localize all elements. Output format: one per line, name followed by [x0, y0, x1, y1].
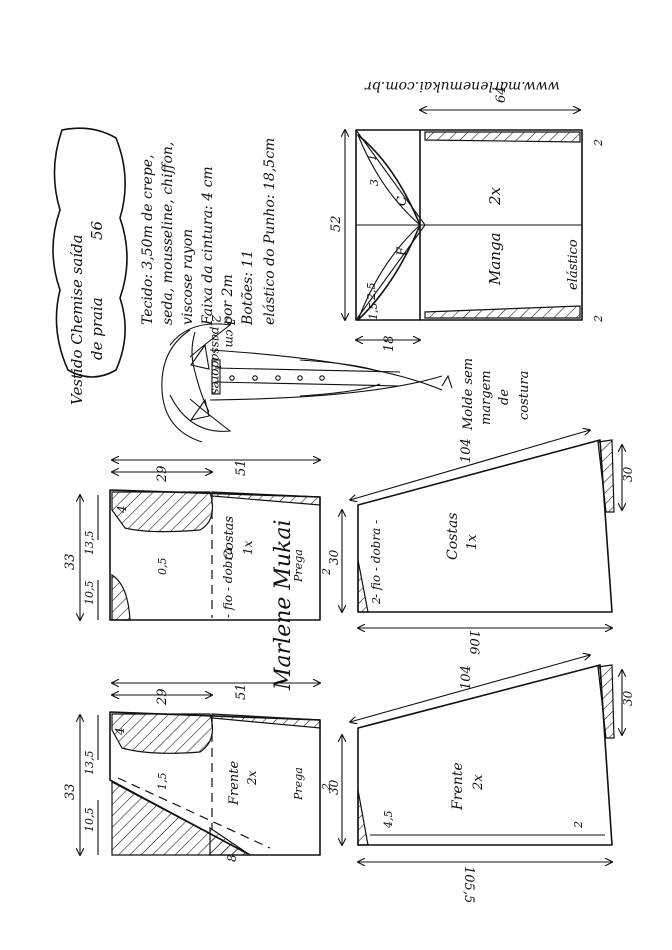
materials-fabric: Tecido: 3,50m de crepe,	[140, 154, 156, 325]
sleeve-height: 18	[382, 335, 397, 352]
back-bodice-pleat: Prega	[292, 549, 305, 583]
sleeve-back-mark: C	[395, 196, 410, 206]
front-skirt-count: 2x	[471, 774, 486, 791]
title-line2: de praia	[88, 297, 106, 360]
sleeve-pattern: 52 18 64 Manga 2x elástico F C 1 3 2,5 1…	[329, 86, 605, 352]
front-skirt-m30b: 30	[327, 779, 341, 795]
back-bodice-pleat-width: 2	[320, 568, 333, 576]
note-line3: de	[497, 389, 512, 405]
back-skirt-width: 106	[466, 630, 481, 655]
front-skirt-m2: 2	[572, 821, 585, 829]
back-skirt-m30a: 30	[621, 466, 635, 482]
front-bodice-m15: 1,5	[156, 773, 169, 791]
front-bodice-shoulder: 13,5	[83, 751, 96, 776]
front-bodice-m8: 8	[225, 854, 239, 862]
front-bodice-label: Frente	[227, 760, 242, 806]
title-line1: Vestido Chemise saída	[68, 234, 86, 405]
back-skirt-label: Costas	[445, 513, 461, 560]
front-skirt-pattern: 104 105,5 30 30 Frente 2x 4,5 2	[327, 655, 635, 903]
back-bodice-count: 1x	[241, 540, 255, 555]
sleeve-m3: 3	[368, 179, 381, 186]
materials-waist2: por 2m	[220, 274, 236, 325]
back-skirt-length: 104	[459, 438, 474, 463]
front-bodice-pattern: 33 10,5 13,5 4 1,5 29 51 Frente 2x Prega…	[63, 683, 333, 862]
note-line2: margem	[479, 370, 494, 425]
back-bodice-m4: 4	[115, 505, 129, 514]
website-text: www.marlenemukai.com.br	[364, 78, 560, 94]
sleeve-front-mark: F	[395, 246, 410, 257]
sleeve-width: 52	[329, 215, 344, 232]
back-skirt-m2: 2	[370, 597, 383, 605]
front-bodice-length: 51	[234, 683, 249, 700]
back-bodice-label: Costas	[222, 516, 237, 560]
sleeve-corner-top: 2	[592, 139, 605, 147]
materials-fabric3: viscose rayon	[180, 229, 196, 325]
front-bodice-count: 2x	[245, 770, 259, 786]
loops-note-2: 5 cm	[223, 318, 237, 348]
back-skirt-count: 1x	[465, 534, 480, 550]
back-bodice-neck: 10,5	[83, 581, 96, 606]
back-skirt-fold: - fio - dobra -	[369, 520, 383, 598]
note-line4: costura	[517, 371, 532, 420]
back-bodice-m05: 0,5	[156, 558, 169, 576]
sleeve-m1: 1	[366, 154, 379, 161]
sleeve-label: Manga	[486, 232, 504, 286]
materials-fabric2: seda, mousseline, chiffon,	[160, 142, 176, 325]
back-bodice-width: 33	[63, 553, 78, 570]
materials-elastic: elástico do Punho: 18,5cm	[262, 138, 278, 325]
front-skirt-label: Frente	[450, 762, 466, 811]
sleeve-top: 64	[494, 86, 509, 103]
back-bodice-length: 51	[234, 459, 249, 476]
sleeve-count: 2x	[486, 186, 504, 206]
sleeve-elastic: elástico	[566, 239, 581, 290]
front-skirt-outline	[357, 664, 613, 846]
front-skirt-length: 104	[459, 665, 474, 690]
back-skirt-pattern: 104 106 30 30 Costas 1x 2 - fio - dobra …	[327, 430, 635, 655]
seam-note: Molde sem margem de costura	[461, 358, 532, 431]
sleeve-m25: 2,5	[365, 283, 378, 302]
back-bodice-pattern: 33 10,5 13,5 4 0,5 29 51 Costas 1x Prega…	[63, 459, 333, 621]
front-bodice-pleat: Prega	[292, 767, 305, 801]
loops-note-1: 2 passadores	[209, 314, 223, 395]
sleeve-m15: 1,5	[367, 303, 380, 321]
materials-buttons: Botões: 11	[240, 250, 256, 326]
garment-sketch: 2 passadores 5 cm	[161, 314, 453, 443]
back-bodice-depth: 29	[155, 465, 170, 483]
sleeve-corner-bottom: 2	[592, 315, 605, 323]
front-skirt-m30a: 30	[621, 690, 635, 706]
signature: Marlene Mukai	[271, 519, 296, 691]
front-bodice-m4: 4	[113, 727, 127, 736]
front-bodice-width: 33	[63, 783, 78, 800]
back-bodice-fold: - fio - dobra	[221, 548, 235, 618]
title-cloud: Vestido Chemise saída de praia 56	[52, 127, 128, 405]
materials-block: Tecido: 3,50m de crepe, seda, mousseline…	[140, 138, 278, 326]
front-bodice-depth: 29	[155, 688, 170, 706]
front-bodice-pleat-width: 2	[320, 783, 333, 791]
back-bodice-shoulder: 13,5	[83, 531, 96, 556]
front-skirt-m45: 4,5	[382, 811, 395, 830]
back-skirt-m30b: 30	[327, 549, 341, 565]
back-skirt-outline	[357, 439, 613, 613]
title-size: 56	[88, 220, 106, 240]
front-skirt-width: 105,5	[461, 866, 476, 903]
note-line1: Molde sem	[461, 358, 476, 431]
materials-waist: Faixa da cintura: 4 cm	[200, 166, 216, 326]
front-bodice-neck: 10,5	[83, 808, 96, 833]
